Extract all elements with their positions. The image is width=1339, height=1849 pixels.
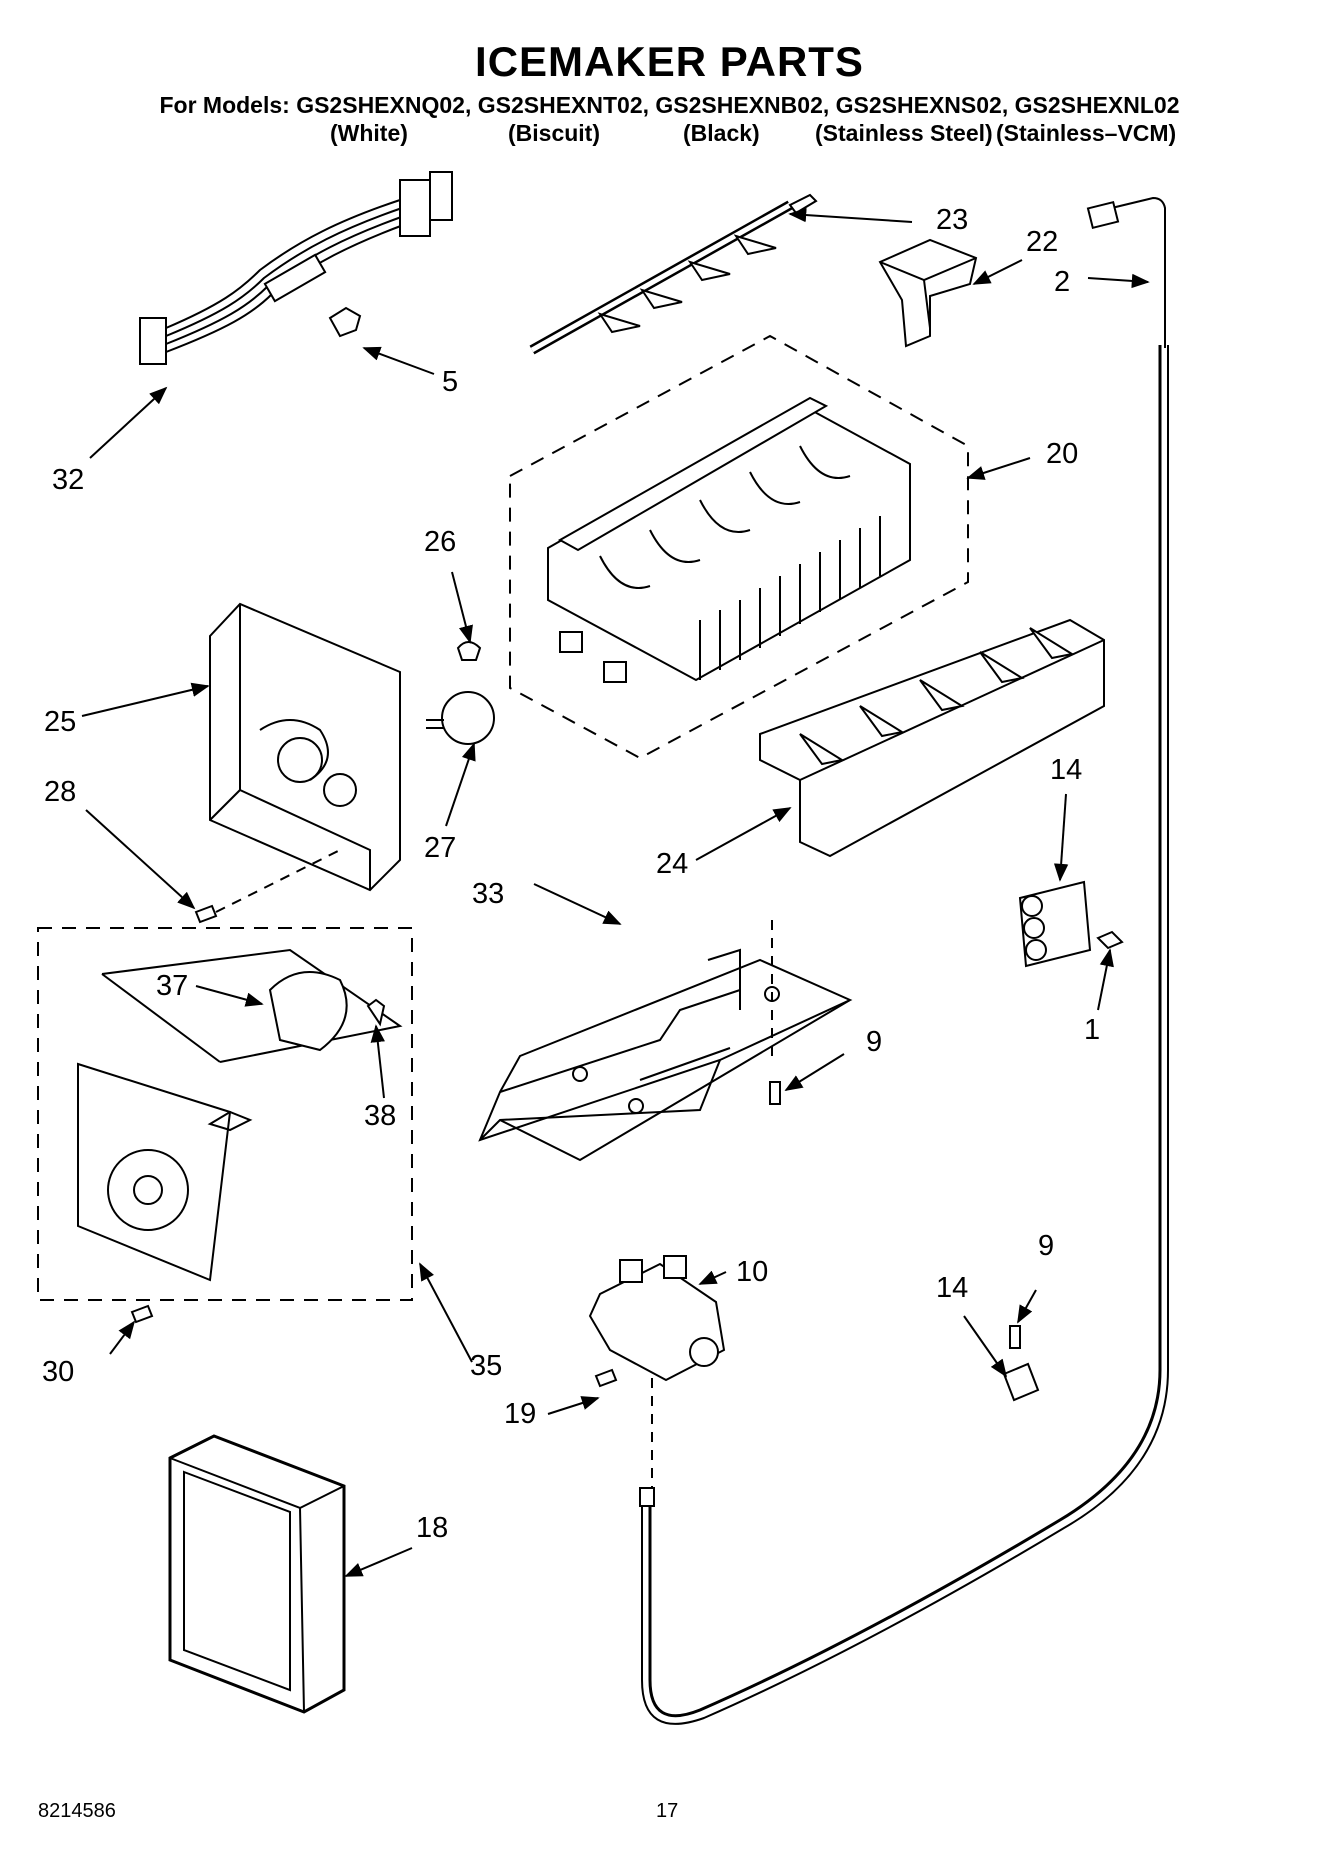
callout-22: 22	[1026, 226, 1059, 258]
callout-19: 19	[504, 1398, 537, 1430]
callout-30: 30	[42, 1356, 75, 1388]
models-line: For Models: GS2SHEXNQ02, GS2SHEXNT02, GS…	[159, 92, 1180, 118]
motor-module-part	[37, 927, 413, 1301]
ejector-shaft-part	[529, 193, 818, 355]
color-white: (White)	[330, 120, 408, 146]
callout-10: 10	[736, 1256, 769, 1288]
color-stainless-vcm: (Stainless–VCM)	[996, 120, 1177, 146]
callout-1: 1	[1084, 1014, 1101, 1046]
callout-35: 35	[470, 1350, 503, 1382]
water-valve-part	[588, 1255, 726, 1382]
screw-30-part	[130, 1304, 154, 1324]
clamp-14-part	[1018, 880, 1092, 968]
callout-18: 18	[416, 1512, 449, 1544]
callout-20: 20	[1046, 438, 1079, 470]
clamp-14b-part	[1002, 1362, 1040, 1402]
cover-18-part	[168, 1434, 346, 1714]
callout-27: 27	[424, 832, 457, 864]
wire-harness-part	[139, 171, 453, 365]
screw-38-part	[366, 998, 386, 1027]
ice-mold-part	[509, 334, 969, 760]
color-biscuit: (Biscuit)	[508, 120, 600, 146]
wire-clip-part	[328, 306, 362, 338]
leader-arrows	[81, 207, 1150, 1577]
callout-14b: 14	[936, 1272, 969, 1304]
callout-24: 24	[656, 848, 689, 880]
page-title: ICEMAKER PARTS	[475, 38, 864, 85]
page-number: 17	[656, 1800, 679, 1822]
document-number: 8214586	[38, 1800, 116, 1822]
screw-19-part	[594, 1368, 618, 1388]
color-black: (Black)	[683, 120, 760, 146]
callout-37: 37	[156, 970, 189, 1002]
callout-25: 25	[44, 706, 77, 738]
motor-37-part	[268, 971, 348, 1052]
color-stainless-steel: (Stainless Steel)	[815, 120, 993, 146]
callout-32: 32	[52, 464, 85, 496]
thermostat-27-part	[426, 691, 495, 745]
clip-26-part	[456, 641, 482, 661]
callout-26: 26	[424, 526, 457, 558]
callout-2: 2	[1054, 266, 1071, 298]
callout-23: 23	[936, 204, 969, 236]
callout-33: 33	[472, 878, 505, 910]
screw-28-part	[194, 904, 218, 924]
screw-1-part	[1096, 930, 1124, 950]
screw-9b-part	[1009, 1325, 1021, 1349]
callout-9a: 9	[866, 1026, 883, 1058]
fill-cup-part	[878, 238, 978, 348]
ice-tray-part	[478, 920, 853, 1162]
fill-tube-part	[639, 196, 1169, 1725]
callout-38: 38	[364, 1100, 397, 1132]
screw-9-part	[769, 1081, 781, 1105]
housing-part	[209, 602, 401, 892]
callout-5: 5	[442, 366, 459, 398]
stripper-part	[759, 618, 1105, 858]
callout-9b: 9	[1038, 1230, 1055, 1262]
callout-28: 28	[44, 776, 77, 808]
callout-14a: 14	[1050, 754, 1083, 786]
